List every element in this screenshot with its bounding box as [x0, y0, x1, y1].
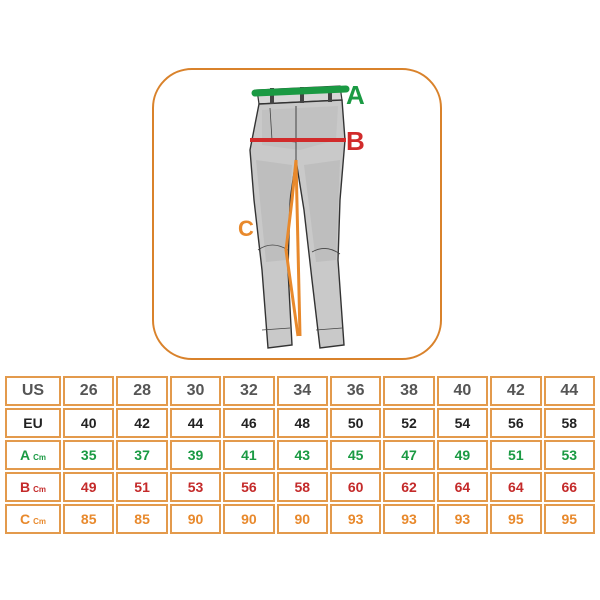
cell: 95 — [490, 504, 542, 534]
cell: 37 — [116, 440, 168, 470]
cell: 42 — [116, 408, 168, 438]
cell: 56 — [223, 472, 275, 502]
row-label-b-text: B — [19, 479, 31, 495]
cell: 85 — [116, 504, 168, 534]
cell: 93 — [329, 504, 382, 534]
cell: 85 — [63, 504, 115, 534]
cell: 46 — [223, 408, 275, 438]
row-label-us: US — [5, 376, 61, 406]
cell: 40 — [63, 408, 115, 438]
cell: 44 — [543, 376, 595, 406]
cell: 90 — [223, 504, 275, 534]
row-label-c-text: C — [19, 511, 31, 527]
cell: 54 — [436, 408, 489, 438]
cell: 56 — [490, 408, 542, 438]
cell: 47 — [383, 440, 435, 470]
cell: 62 — [383, 472, 435, 502]
cell: 40 — [436, 376, 489, 406]
cell: 93 — [436, 504, 489, 534]
cell: 44 — [169, 408, 222, 438]
cell: 53 — [543, 440, 595, 470]
cell: 90 — [276, 504, 328, 534]
cell: 64 — [436, 472, 489, 502]
row-label-a-text: A — [19, 447, 31, 463]
label-c: C — [238, 216, 254, 241]
cell: 58 — [276, 472, 328, 502]
cell: 35 — [63, 440, 115, 470]
cell: 26 — [63, 376, 115, 406]
cell: 48 — [276, 408, 328, 438]
size-table: US 26 28 30 32 34 36 38 40 42 44 EU 40 4… — [3, 374, 597, 536]
cell: 32 — [223, 376, 275, 406]
cell: 53 — [169, 472, 222, 502]
cell: 49 — [63, 472, 115, 502]
measure-a-line — [251, 85, 350, 97]
table-row-us: US 26 28 30 32 34 36 38 40 42 44 — [5, 376, 595, 406]
cell: 34 — [276, 376, 328, 406]
cell: 64 — [490, 472, 542, 502]
measure-c-line — [294, 159, 302, 337]
cell: 45 — [329, 440, 382, 470]
cell: 30 — [169, 376, 222, 406]
cell: 28 — [116, 376, 168, 406]
cell: 93 — [383, 504, 435, 534]
cell: 58 — [543, 408, 595, 438]
cell: 43 — [276, 440, 328, 470]
cell: 39 — [169, 440, 222, 470]
cell: 51 — [116, 472, 168, 502]
cell: 42 — [490, 376, 542, 406]
cell: 95 — [543, 504, 595, 534]
unit-suffix: Cm — [33, 485, 46, 494]
row-label-eu: EU — [5, 408, 61, 438]
label-b: B — [346, 126, 365, 156]
cell: 41 — [223, 440, 275, 470]
cell: 52 — [383, 408, 435, 438]
cell: 49 — [436, 440, 489, 470]
cell: 50 — [329, 408, 382, 438]
cell: 60 — [329, 472, 382, 502]
cell: 38 — [383, 376, 435, 406]
cell: 36 — [329, 376, 382, 406]
unit-suffix: Cm — [33, 453, 46, 462]
cell: 66 — [543, 472, 595, 502]
cell: 90 — [169, 504, 222, 534]
cell: 51 — [490, 440, 542, 470]
unit-suffix: Cm — [33, 517, 46, 526]
table-row-eu: EU 40 42 44 46 48 50 52 54 56 58 — [5, 408, 595, 438]
label-a: A — [346, 80, 365, 110]
